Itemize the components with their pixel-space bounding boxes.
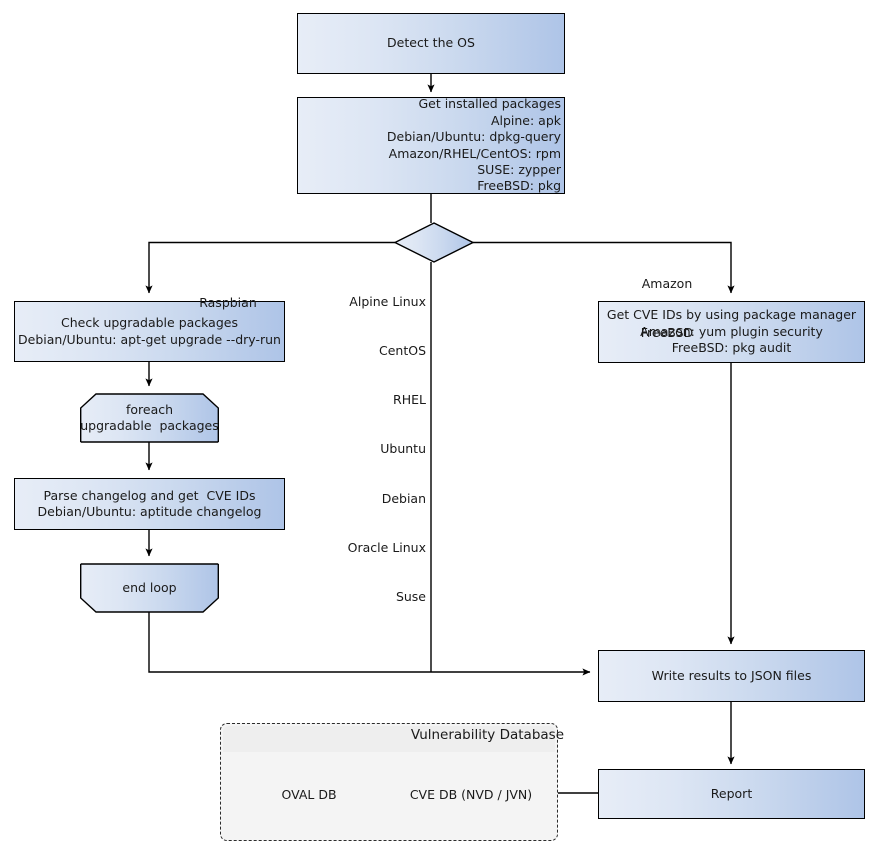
edge-label-raspbian-line-0: Raspbian <box>199 294 257 310</box>
node-get-installed-packages-line-2: Debian/Ubuntu: dpkg-query <box>386 129 561 145</box>
node-report-label: Report <box>710 785 753 801</box>
node-foreach-loop-start-outline <box>80 393 219 443</box>
node-get-cve-ids-line-2: FreeBSD: pkg audit <box>671 340 792 356</box>
vulnerability-database-title: Vulnerability Database <box>410 727 564 743</box>
edge-label-os-3: Ubuntu <box>380 441 426 457</box>
node-get-installed-packages-line-0: Get installed packages <box>418 96 561 112</box>
node-foreach-line-0: foreach <box>125 401 174 417</box>
edge-label-os-6: Suse <box>395 589 426 605</box>
node-get-cve-ids-line-0: Get CVE IDs by using package manager <box>606 307 857 323</box>
edge-label-amazon-freebsd: Amazon FreeBSD <box>608 243 726 374</box>
node-get-installed-packages-line-5: FreeBSD: pkg <box>477 178 561 194</box>
edge-label-os-4: Debian <box>381 490 426 506</box>
edge-label-os-2: RHEL <box>393 392 426 408</box>
node-report[interactable]: Report <box>598 769 865 819</box>
node-check-upgradable-line-0: Check upgradable packages <box>61 315 238 331</box>
oval-db-label: OVAL DB <box>281 787 337 802</box>
node-foreach-line-1: upgradable packages <box>80 418 219 433</box>
edge-label-os-1: CentOS <box>378 343 426 359</box>
node-detect-os[interactable]: Detect the OS <box>297 13 565 74</box>
node-detect-os-label: Detect the OS <box>387 35 475 51</box>
edge-label-raspbian: Raspbian <box>150 262 306 344</box>
edge-label-freebsd: FreeBSD <box>640 325 694 341</box>
node-get-installed-packages[interactable]: Get installed packages Alpine: apk Debia… <box>297 96 565 194</box>
edge-label-os-5: Oracle Linux <box>347 539 426 555</box>
vulnerability-database-title-band <box>223 726 555 752</box>
node-end-loop-outline <box>80 563 219 613</box>
cve-db-label: CVE DB (NVD / JVN) <box>409 787 533 802</box>
edge-label-middle-os-list: Alpine Linux CentOS RHEL Ubuntu Debian O… <box>300 261 426 638</box>
node-get-installed-packages-line-1: Alpine: apk <box>490 112 561 128</box>
node-get-cve-ids-line-1: Amazon: yum plugin security <box>640 323 823 339</box>
node-get-cve-ids-package-manager[interactable]: Get CVE IDs by using package manager Ama… <box>598 301 865 363</box>
node-write-results-label: Write results to JSON files <box>651 667 812 683</box>
node-check-upgradable-line-1: Debian/Ubuntu: apt-get upgrade --dry-run <box>18 331 281 347</box>
node-write-results[interactable]: Write results to JSON files <box>598 650 865 702</box>
node-end-loop-label: end loop <box>122 579 177 595</box>
node-parse-changelog-line-0: Parse changelog and get CVE IDs <box>43 487 256 503</box>
edge-label-amazon: Amazon <box>641 275 693 291</box>
node-parse-changelog[interactable]: Parse changelog and get CVE IDs Debian/U… <box>14 478 285 530</box>
node-get-installed-packages-line-3: Amazon/RHEL/CentOS: rpm <box>388 145 561 161</box>
vulnerability-database-group <box>220 723 558 841</box>
edge-label-os-0: Alpine Linux <box>349 293 426 309</box>
node-parse-changelog-line-1: Debian/Ubuntu: aptitude changelog <box>37 504 262 519</box>
node-get-installed-packages-line-4: SUSE: zypper <box>477 161 561 177</box>
node-end-loop[interactable]: end loop <box>80 564 219 612</box>
node-check-upgradable-packages[interactable]: Check upgradable packages Debian/Ubuntu:… <box>14 301 285 362</box>
os-decision-diamond <box>393 222 475 263</box>
node-foreach-loop-start[interactable]: foreach upgradable packages <box>80 394 219 442</box>
